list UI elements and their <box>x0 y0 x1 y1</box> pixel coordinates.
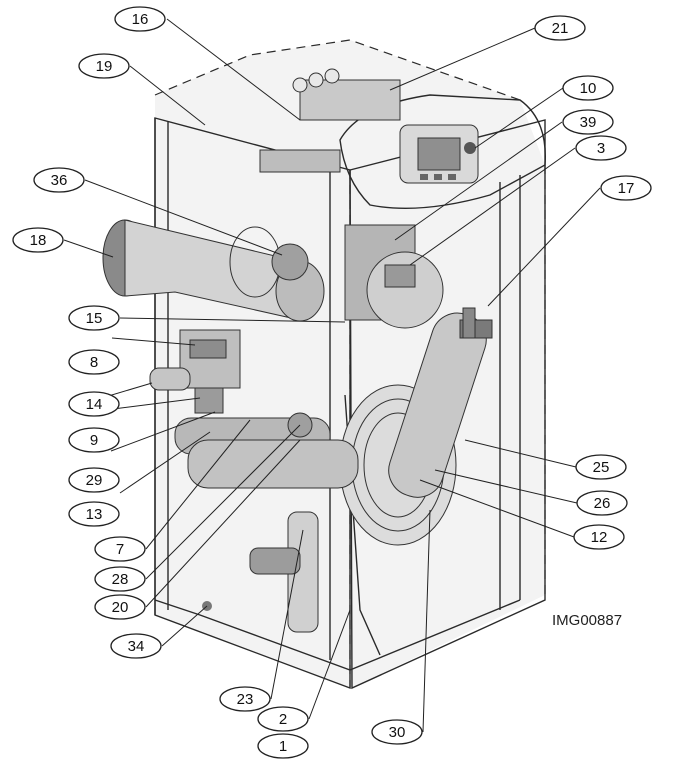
callout-20: 20 <box>94 594 146 620</box>
control-housing <box>259 68 546 210</box>
lower-piping <box>174 412 359 633</box>
callout-label: 16 <box>132 11 149 28</box>
image-code-label: IMG00887 <box>552 612 623 629</box>
callout-14: 14 <box>68 391 120 417</box>
callout-label: 15 <box>86 310 103 327</box>
callout-label: 36 <box>51 172 68 189</box>
callout-label: 19 <box>96 58 113 75</box>
callout-label: 13 <box>86 506 103 523</box>
callout-9: 9 <box>68 427 120 453</box>
leader-lines <box>63 18 601 733</box>
callout-39: 39 <box>562 109 614 135</box>
callout-label: 12 <box>591 529 608 546</box>
callout-15: 15 <box>68 305 120 331</box>
callout-36: 36 <box>33 167 85 193</box>
callout-label: 17 <box>618 180 635 197</box>
callout-label: 20 <box>112 599 129 616</box>
callout-19: 19 <box>78 53 130 79</box>
callout-label: 21 <box>552 20 569 37</box>
callout-labels: 16 21 19 10 39 3 36 17 18 15 8 14 9 29 1… <box>12 6 652 759</box>
callout-30: 30 <box>371 719 423 745</box>
callout-23: 23 <box>219 686 271 712</box>
callout-7: 7 <box>94 536 146 562</box>
callout-label: 29 <box>86 472 103 489</box>
callout-34: 34 <box>110 633 162 659</box>
callout-label: 39 <box>580 114 597 131</box>
callout-21: 21 <box>534 15 586 41</box>
callout-label: 8 <box>90 354 98 371</box>
callout-25: 25 <box>575 454 627 480</box>
callout-13: 13 <box>68 501 120 527</box>
callout-29: 29 <box>68 467 120 493</box>
callout-label: 10 <box>580 80 597 97</box>
callout-label: 30 <box>389 724 406 741</box>
callout-label: 9 <box>90 432 98 449</box>
callout-1: 1 <box>257 733 309 759</box>
callout-label: 14 <box>86 396 103 413</box>
callout-label: 2 <box>279 711 287 728</box>
callout-28: 28 <box>94 566 146 592</box>
burner-assembly <box>344 224 444 329</box>
callout-18: 18 <box>12 227 64 253</box>
callout-label: 7 <box>116 541 124 558</box>
gas-valve <box>149 329 241 414</box>
callout-label: 26 <box>594 495 611 512</box>
callout-17: 17 <box>600 175 652 201</box>
callout-label: 25 <box>593 459 610 476</box>
heat-exchanger <box>339 307 493 546</box>
callout-label: 28 <box>112 571 129 588</box>
callout-label: 23 <box>237 691 254 708</box>
air-intake-pipe <box>102 219 325 322</box>
callout-label: 1 <box>279 738 287 755</box>
callout-16: 16 <box>114 6 166 32</box>
callout-12: 12 <box>573 524 625 550</box>
callout-10: 10 <box>562 75 614 101</box>
callout-label: 3 <box>597 140 605 157</box>
callout-label: 34 <box>128 638 145 655</box>
callout-3: 3 <box>575 135 627 161</box>
callout-26: 26 <box>576 490 628 516</box>
callout-2: 2 <box>257 706 309 732</box>
callout-8: 8 <box>68 349 120 375</box>
callout-label: 18 <box>30 232 47 249</box>
